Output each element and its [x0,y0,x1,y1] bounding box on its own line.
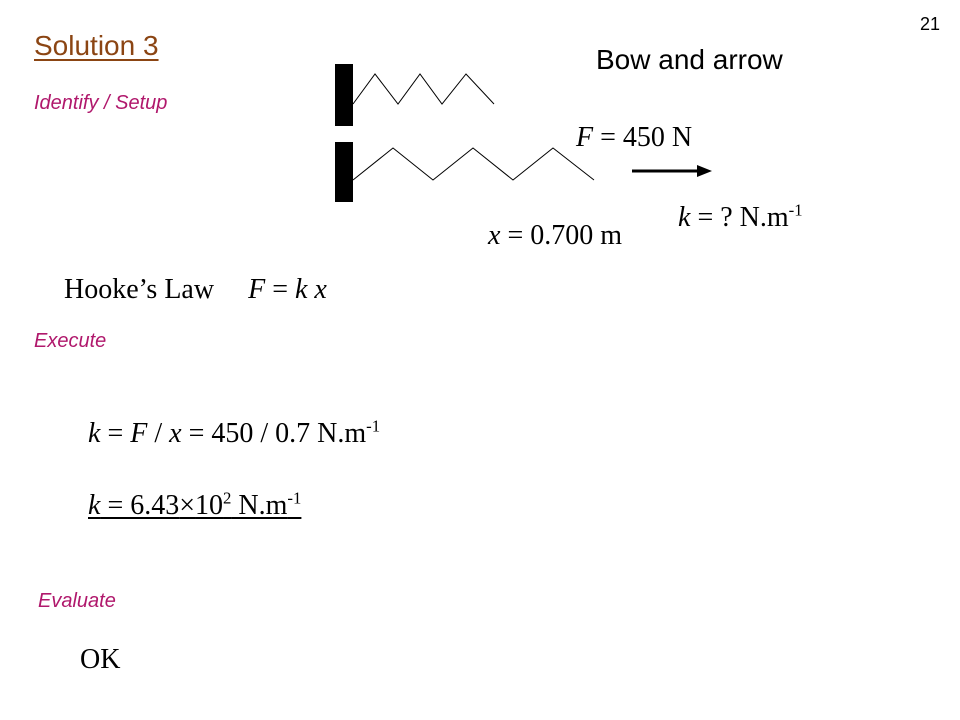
spring-relaxed [352,73,495,105]
execute-line-1: k = F / x = 450 / 0.7 N.m-1 [88,416,381,449]
displacement-label: x = 0.700 m [488,220,623,251]
evaluate-result: OK [80,644,121,675]
wall-bar-top [335,64,353,126]
section-evaluate: Evaluate [38,590,116,612]
force-label: F = 450 N [576,122,693,153]
spring-stretched [352,147,595,181]
execute-line-2-result: k = 6.43×102 N.m-1 [88,488,302,521]
slide-subtitle: Bow and arrow [596,44,783,75]
k-unknown-label: k = ? N.m-1 [678,200,803,233]
section-identify: Identify / Setup [34,92,168,114]
force-arrow-head [697,165,712,177]
slide-number: 21 [920,14,941,34]
wall-bar-bottom [335,142,353,202]
slide-title: Solution 3 [34,30,159,61]
section-execute: Execute [34,330,107,352]
